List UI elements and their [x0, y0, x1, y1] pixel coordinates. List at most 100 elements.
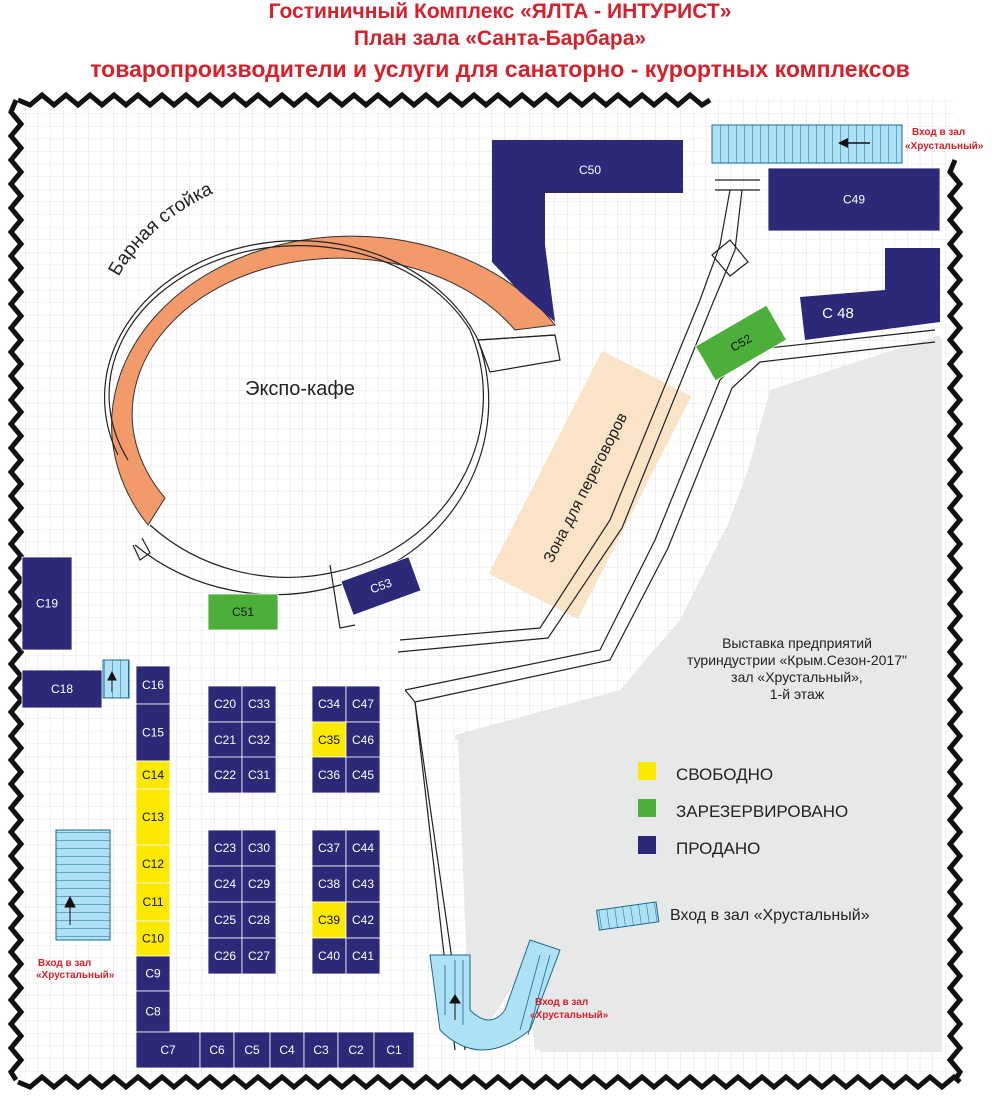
booth-c35[interactable]: C35 — [311, 721, 347, 759]
booth-rect-c52[interactable] — [694, 304, 788, 382]
booth-rect-c40[interactable] — [311, 937, 347, 975]
booth-rect-c6[interactable] — [199, 1031, 235, 1069]
booth-label-c9: C9 — [145, 967, 161, 981]
booth-c16[interactable]: C16 — [135, 665, 171, 705]
booth-rect-c8[interactable] — [135, 990, 171, 1033]
booth-rect-c42[interactable] — [345, 901, 381, 939]
booth-c26[interactable]: C26 — [207, 937, 243, 975]
booth-c23[interactable]: C23 — [207, 829, 243, 867]
booth-c5[interactable]: C5 — [233, 1031, 271, 1069]
booth-rect-c41[interactable] — [345, 937, 381, 975]
booth-rect-c49[interactable] — [767, 167, 941, 232]
booth-c52[interactable]: C52 — [694, 304, 788, 382]
booth-c33[interactable]: C33 — [241, 685, 277, 723]
booth-c4[interactable]: C4 — [269, 1031, 305, 1069]
booth-c28[interactable]: C28 — [241, 901, 277, 939]
booth-c45[interactable]: C45 — [345, 756, 381, 794]
booth-rect-c28[interactable] — [241, 901, 277, 939]
booth-c40[interactable]: C40 — [311, 937, 347, 975]
booth-c42[interactable]: C42 — [345, 901, 381, 939]
booth-c2[interactable]: C2 — [337, 1031, 375, 1069]
booth-c51[interactable]: C51 — [207, 593, 279, 631]
booth-c10[interactable]: C10 — [135, 920, 171, 957]
booth-c8[interactable]: C8 — [135, 990, 171, 1033]
booth-rect-c25[interactable] — [207, 901, 243, 939]
booth-rect-c45[interactable] — [345, 756, 381, 794]
booth-rect-c22[interactable] — [207, 756, 243, 794]
booth-rect-c18[interactable] — [21, 669, 103, 709]
booth-rect-c47[interactable] — [345, 685, 381, 723]
booth-rect-c31[interactable] — [241, 756, 277, 794]
booth-rect-c30[interactable] — [241, 829, 277, 867]
booth-c3[interactable]: C3 — [303, 1031, 339, 1069]
booth-rect-c10[interactable] — [135, 920, 171, 957]
booth-c19[interactable]: C19 — [21, 556, 73, 651]
booth-c43[interactable]: C43 — [345, 865, 381, 903]
booth-rect-c34[interactable] — [311, 685, 347, 723]
booth-c11[interactable]: C11 — [135, 882, 171, 922]
booth-c47[interactable]: C47 — [345, 685, 381, 723]
booth-c25[interactable]: C25 — [207, 901, 243, 939]
booth-c37[interactable]: C37 — [311, 829, 347, 867]
booth-c34[interactable]: C34 — [311, 685, 347, 723]
booth-c50[interactable]: C50 — [579, 163, 601, 177]
booth-c38[interactable]: C38 — [311, 865, 347, 903]
booth-rect-c1[interactable] — [373, 1031, 415, 1069]
booth-c15[interactable]: C15 — [135, 703, 171, 762]
booth-c27[interactable]: C27 — [241, 937, 277, 975]
booth-rect-c15[interactable] — [135, 703, 171, 762]
booth-c13[interactable]: C13 — [135, 788, 171, 846]
booth-c14[interactable]: C14 — [135, 760, 171, 790]
booth-rect-c24[interactable] — [207, 865, 243, 903]
entrance-label-bottom-2: «Хрустальный» — [530, 1010, 609, 1021]
booth-rect-c46[interactable] — [345, 721, 381, 759]
booth-rect-c32[interactable] — [241, 721, 277, 759]
booth-rect-c4[interactable] — [269, 1031, 305, 1069]
booth-c48-shape[interactable] — [800, 248, 940, 340]
booth-rect-c12[interactable] — [135, 844, 171, 884]
booth-c53[interactable]: C53 — [340, 556, 422, 616]
booth-rect-c13[interactable] — [135, 788, 171, 846]
booth-c44[interactable]: C44 — [345, 829, 381, 867]
booth-c18[interactable]: C18 — [21, 669, 103, 709]
booth-rect-c2[interactable] — [337, 1031, 375, 1069]
booth-rect-c19[interactable] — [21, 556, 73, 651]
booth-c31[interactable]: C31 — [241, 756, 277, 794]
booth-c20[interactable]: C20 — [207, 685, 243, 723]
booth-rect-c38[interactable] — [311, 865, 347, 903]
booth-rect-c3[interactable] — [303, 1031, 339, 1069]
booth-rect-c16[interactable] — [135, 665, 171, 705]
booth-rect-c9[interactable] — [135, 955, 171, 992]
booth-c39[interactable]: C39 — [311, 901, 347, 939]
booth-label-c28: C28 — [248, 913, 270, 927]
booth-c46[interactable]: C46 — [345, 721, 381, 759]
booth-rect-c53[interactable] — [340, 556, 422, 616]
booth-rect-c36[interactable] — [311, 756, 347, 794]
booth-c29[interactable]: C29 — [241, 865, 277, 903]
booth-c24[interactable]: C24 — [207, 865, 243, 903]
booth-rect-c51[interactable] — [207, 593, 279, 631]
booth-c50-shape[interactable] — [492, 140, 683, 322]
booth-c41[interactable]: C41 — [345, 937, 381, 975]
booth-c48[interactable]: C 48 — [822, 305, 854, 322]
entrance-label-left-1: Вход в зал — [38, 958, 91, 969]
booth-rect-c7[interactable] — [135, 1031, 201, 1069]
booth-rect-c43[interactable] — [345, 865, 381, 903]
booth-rect-c26[interactable] — [207, 937, 243, 975]
booth-c30[interactable]: C30 — [241, 829, 277, 867]
booth-rect-c5[interactable] — [233, 1031, 271, 1069]
booth-c21[interactable]: C21 — [207, 721, 243, 759]
booth-c1[interactable]: C1 — [373, 1031, 415, 1069]
booth-c49[interactable]: C49 — [767, 167, 941, 232]
booth-c22[interactable]: C22 — [207, 756, 243, 794]
booth-c36[interactable]: C36 — [311, 756, 347, 794]
booth-c12[interactable]: C12 — [135, 844, 171, 884]
booth-rect-c27[interactable] — [241, 937, 277, 975]
booth-rect-c11[interactable] — [135, 882, 171, 922]
booth-c6[interactable]: C6 — [199, 1031, 235, 1069]
booth-c7[interactable]: C7 — [135, 1031, 201, 1069]
booth-c32[interactable]: C32 — [241, 721, 277, 759]
booth-rect-c29[interactable] — [241, 865, 277, 903]
booth-c9[interactable]: C9 — [135, 955, 171, 992]
booth-rect-c14[interactable] — [135, 760, 171, 790]
